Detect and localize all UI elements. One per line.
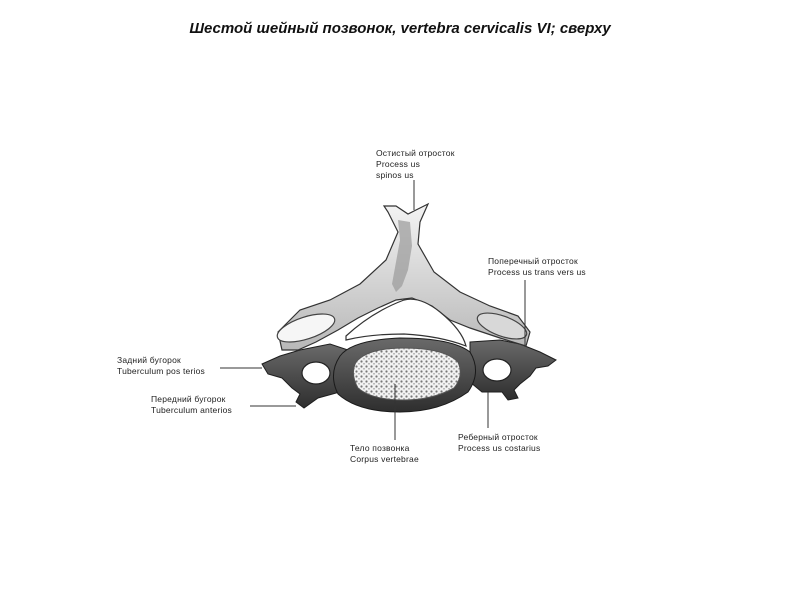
label-costal-process: Реберный отросток Process us costarius	[458, 432, 540, 454]
label-costal-lat: Process us costarius	[458, 443, 541, 453]
left-articular-facet	[276, 313, 336, 343]
label-costal-ru: Реберный отросток	[458, 432, 538, 442]
left-transverse-foramen	[301, 361, 331, 385]
label-spinous-lat2: spinos us	[376, 170, 414, 180]
title-part-1: Шестой шейный позвонок,	[189, 20, 401, 37]
label-posterior-ru: Задний бугорок	[117, 355, 181, 365]
right-transverse-foramen	[482, 358, 512, 382]
label-vertebral-body: Тело позвонка Corpus vertebrae	[350, 443, 419, 465]
label-transverse-process: Поперечный отросток Process us trans ver…	[488, 256, 586, 278]
right-articular-facet	[476, 312, 528, 340]
vertebral-foramen	[345, 298, 467, 347]
title-part-3: ; сверху	[550, 20, 611, 37]
label-body-lat: Corpus vertebrae	[350, 454, 419, 464]
spinous-process-shadow	[392, 220, 412, 292]
vertebral-body-spongy	[352, 347, 461, 401]
label-spinous-lat1: Process us	[376, 159, 421, 169]
vertebra-shape	[261, 202, 557, 413]
label-anterior-ru: Передний бугорок	[151, 394, 226, 404]
label-spinous-process: Остистый отросток Process us spinos us	[376, 148, 455, 181]
label-transverse-lat: Process us trans vers us	[488, 267, 586, 277]
label-posterior-lat: Tuberculum pos terios	[117, 366, 205, 376]
leader-lines	[220, 180, 526, 440]
label-transverse-ru: Поперечный отросток	[488, 256, 578, 266]
right-transverse-process	[469, 339, 557, 401]
label-posterior-tubercle: Задний бугорок Tuberculum pos terios	[117, 355, 205, 377]
diagram-title: Шестой шейный позвонок, vertebra cervica…	[0, 20, 800, 37]
label-spinous-ru: Остистый отросток	[376, 148, 455, 158]
label-anterior-tubercle: Передний бугорок Tuberculum anterios	[151, 394, 232, 416]
label-body-ru: Тело позвонка	[350, 443, 410, 453]
title-part-2: vertebra cervicalis VI	[400, 20, 551, 37]
label-anterior-lat: Tuberculum anterios	[151, 405, 232, 415]
